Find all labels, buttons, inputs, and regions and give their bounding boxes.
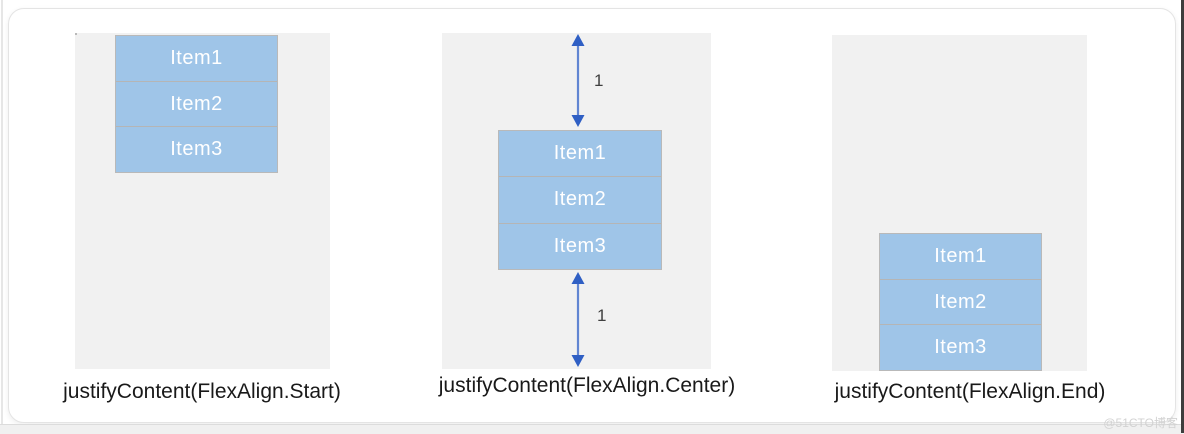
gap-value: 1	[597, 306, 607, 325]
panel-flexalign-start: Item1 Item2 Item3	[75, 33, 330, 369]
bottom-strip	[0, 424, 1184, 434]
double-arrow-icon	[571, 34, 585, 127]
gap-value: 1	[594, 71, 604, 90]
flex-item: Item3	[880, 324, 1041, 370]
flex-item: Item3	[116, 126, 277, 172]
left-edge-divider	[1, 0, 3, 433]
watermark: @51CTO博客	[1103, 416, 1178, 430]
panel-caption-start: justifyContent(FlexAlign.Start)	[63, 380, 341, 403]
flex-item: Item2	[116, 80, 277, 127]
item-stack-center: Item1 Item2 Item3	[498, 130, 662, 270]
item-column: Item1 Item2 Item3	[75, 33, 278, 173]
panel-caption-center: justifyContent(FlexAlign.Center)	[438, 374, 736, 397]
panel-flexalign-end: Item1 Item2 Item3	[832, 35, 1087, 371]
right-edge-divider	[1181, 0, 1184, 433]
panel-caption-end: justifyContent(FlexAlign.End)	[834, 380, 1106, 403]
figure-card: Item1 Item2 Item3 justifyContent(FlexAli…	[8, 8, 1176, 423]
flex-item: Item2	[499, 176, 661, 222]
item-stack-start: Item1 Item2 Item3	[115, 35, 278, 173]
double-arrow-icon	[571, 272, 585, 367]
item-stack-end: Item1 Item2 Item3	[879, 233, 1042, 371]
flex-item: Item2	[880, 278, 1041, 325]
flex-item: Item3	[499, 222, 661, 269]
panel-flexalign-center: 1 Item1 Item2 Item3 1	[442, 33, 711, 369]
flex-item: Item1	[553, 142, 607, 165]
flex-item: Item1	[934, 244, 987, 267]
flex-item: Item1	[170, 46, 223, 69]
